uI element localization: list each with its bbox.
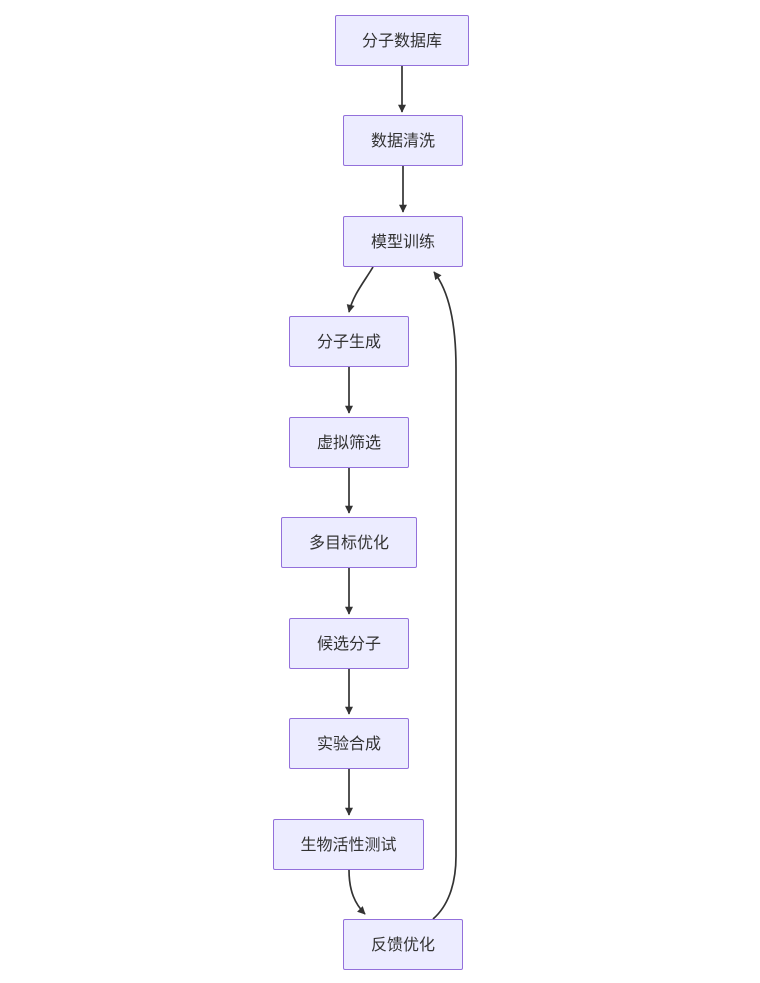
node-multi-objective-optimization-label: 多目标优化 bbox=[308, 532, 389, 552]
node-model-training: 模型训练 bbox=[343, 216, 463, 267]
node-virtual-screening-label: 虚拟筛选 bbox=[316, 432, 381, 452]
node-feedback-optimization: 反馈优化 bbox=[343, 919, 463, 970]
node-model-training-label: 模型训练 bbox=[370, 231, 435, 251]
node-bioactivity-testing-label: 生物活性测试 bbox=[300, 834, 397, 854]
node-data-cleaning: 数据清洗 bbox=[343, 115, 463, 166]
node-virtual-screening: 虚拟筛选 bbox=[289, 417, 409, 468]
node-candidate-molecules-label: 候选分子 bbox=[316, 633, 381, 653]
node-molecule-generation: 分子生成 bbox=[289, 316, 409, 367]
node-feedback-optimization-label: 反馈优化 bbox=[370, 934, 435, 954]
node-candidate-molecules: 候选分子 bbox=[289, 618, 409, 669]
node-experimental-synthesis-label: 实验合成 bbox=[316, 733, 381, 753]
node-molecular-database-label: 分子数据库 bbox=[361, 30, 442, 50]
edge-feedback-optimization-to-model-training bbox=[432, 271, 457, 920]
edge-model-training-to-molecule-generation bbox=[346, 266, 374, 313]
edge-bioactivity-testing-to-feedback-optimization bbox=[348, 869, 366, 915]
node-molecule-generation-label: 分子生成 bbox=[316, 331, 381, 351]
node-multi-objective-optimization: 多目标优化 bbox=[281, 517, 417, 568]
node-experimental-synthesis: 实验合成 bbox=[289, 718, 409, 769]
node-data-cleaning-label: 数据清洗 bbox=[370, 130, 435, 150]
node-molecular-database: 分子数据库 bbox=[335, 15, 469, 66]
node-bioactivity-testing: 生物活性测试 bbox=[273, 819, 424, 870]
